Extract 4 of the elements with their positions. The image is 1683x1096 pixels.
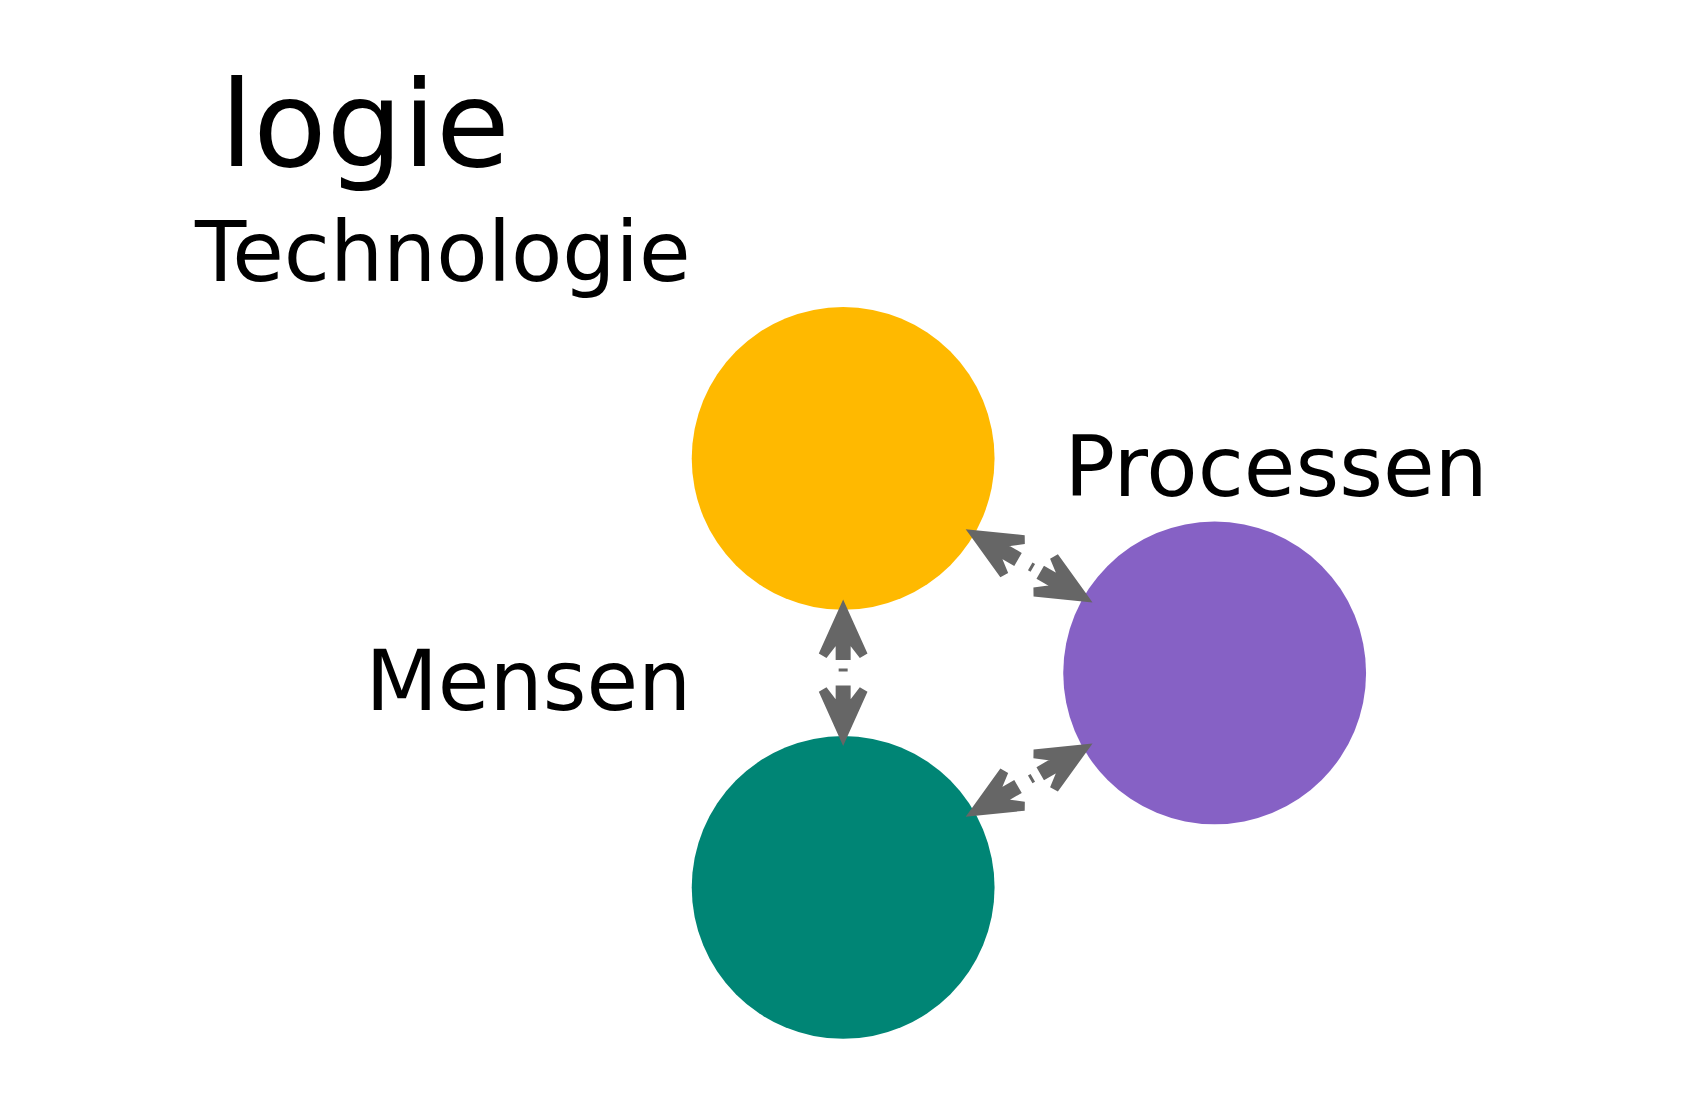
node-label: Mensen (365, 631, 692, 730)
diagram-title: logie (219, 54, 510, 194)
node-label: Processen (1064, 417, 1488, 516)
node-label: Technologie (195, 202, 691, 301)
